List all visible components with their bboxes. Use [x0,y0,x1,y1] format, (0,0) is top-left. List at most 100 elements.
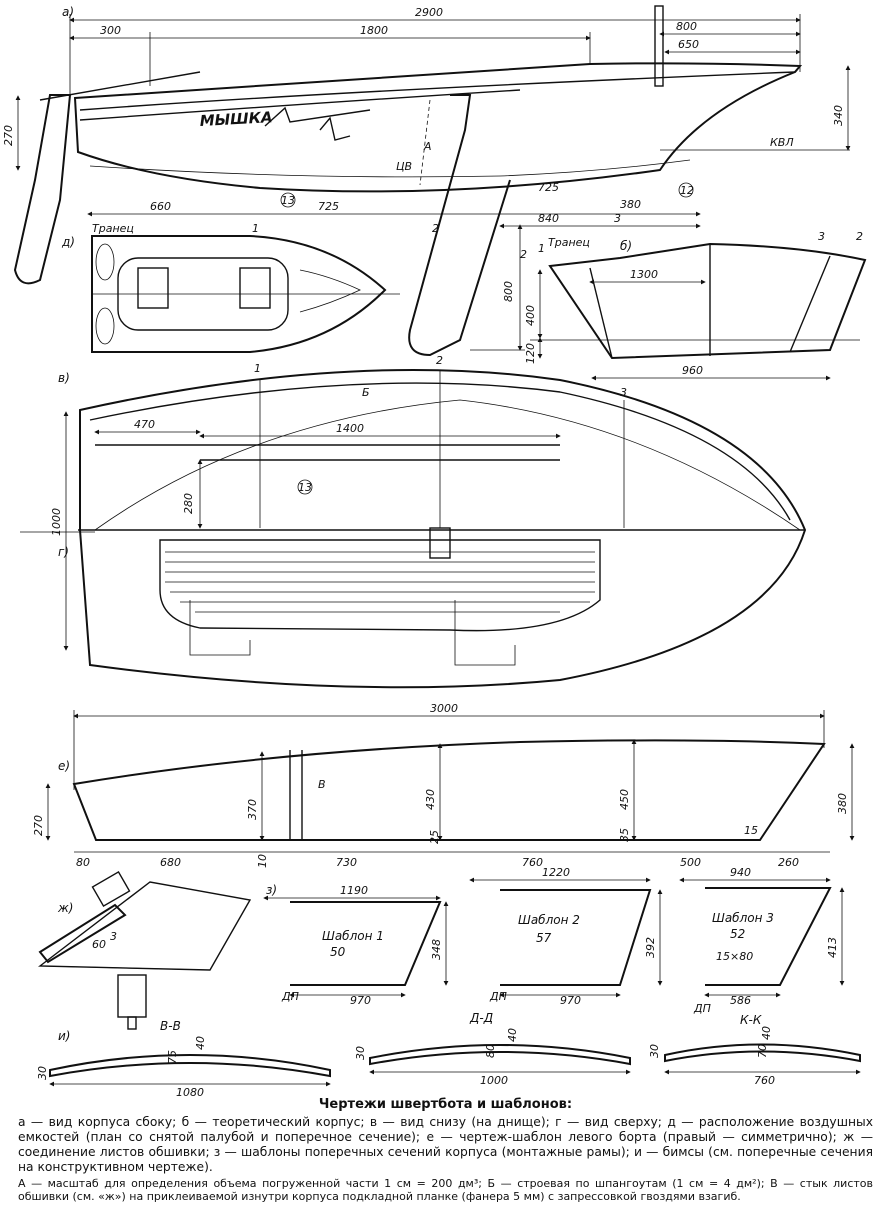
dim-zh-60: 60 [92,938,106,951]
caption-title: Чертежи швертбота и шаблонов: [318,1097,573,1112]
template-3-height: 413 [826,937,839,958]
station-2-label: 2 [432,222,439,235]
beam-d-d-h3: 40 [506,1028,519,1042]
template-3-num: 52 [730,927,745,941]
template-3-dp: ДП [693,1002,711,1015]
view-e-letter: е) [58,759,70,773]
dim-e-680: 680 [160,856,181,869]
dim-e-730: 730 [336,856,357,869]
view-b-label-2-right: 2 [856,230,863,243]
beam-d-d-name: Д-Д [469,1011,493,1025]
template-2-name: Шаблон 2 [518,913,580,927]
dim-a-380: 380 [620,198,641,211]
template-1-name: Шаблон 1 [322,929,384,943]
dim-e-430: 430 [424,789,437,810]
template-2: 1220 Шаблон 2 57 392 ДП 970 [469,866,663,1007]
template-2-dp: ДП [489,990,507,1003]
template-1-num: 50 [330,945,346,959]
dim-zh-3: 3 [110,930,117,943]
dim-v-470: 470 [134,418,155,431]
dim-e-380: 380 [836,793,849,814]
template-2-top: 1220 [542,866,570,879]
beam-v-v: В-В 1080 30 75 40 [36,1019,331,1099]
view-zh-joint: ж) 60 3 [37,871,252,1030]
beam-d-d-h1: 30 [354,1046,367,1060]
view-v-letter: в) [58,371,70,385]
template-1-dp: ДП [281,990,299,1003]
beam-v-v-h1: 30 [36,1066,49,1080]
view-e-side-template: е) 3000 В 270 370 430 450 380 10 25 35 1… [32,702,855,869]
dim-a-1800: 1800 [360,24,388,37]
callout-12: 12 [680,184,694,197]
beam-k-k-h2: 70 [756,1044,769,1058]
dim-a-660: 660 [150,200,171,213]
cb-label: ЦВ [396,160,412,173]
dim-a-340: 340 [832,105,845,126]
template-3-name: Шаблон 3 [712,911,774,925]
template-2-bottom: 970 [560,994,581,1007]
view-d-air-tanks: д) Транец [61,222,400,353]
beam-d-d-h2: 80 [484,1044,497,1058]
beam-v-v-span: 1080 [176,1086,204,1099]
view-d-transom: Транец [92,222,134,235]
boat-name: МЫШКА [199,108,273,130]
station-1-label: 1 [252,222,259,235]
view-b-label-3: 3 [818,230,825,243]
view-i-beams: и) В-В 1080 30 75 40 Д-Д 1000 30 80 40 К… [36,1011,861,1099]
dim-b-400: 400 [524,305,537,326]
dim-e-3000: 3000 [430,702,458,715]
beam-k-k-name: К-К [740,1013,762,1027]
view-b-transom: Транец [548,236,590,249]
view-g-letter: г) [58,545,69,559]
dim-a-650: 650 [678,38,699,51]
dim-v-280: 280 [182,493,195,514]
dim-b-1300: 1300 [630,268,658,281]
station-3-label: 3 [614,212,621,225]
dim-a-270: 270 [2,125,15,146]
view-b-theoretical-hull: б) Транец 2 1 3 2 1300 400 120 960 [520,230,867,381]
beam-d-d-span: 1000 [480,1074,508,1087]
view-z-templates: з) 1190 Шаблон 1 50 348 ДП 970 1220 Шабл… [263,866,845,1015]
view-v-bottom: в) 1 2 3 Б 470 1400 280 1000 13 [20,354,807,689]
dim-e-10: 10 [256,854,269,868]
beam-v-v-h2: 75 [166,1050,179,1064]
beam-k-k-h3: 40 [760,1026,773,1040]
view-v-station-3: 3 [620,386,627,399]
callout-v-13: 13 [298,481,312,494]
point-a-label: А [423,140,432,153]
view-d-letter: д) [61,235,75,249]
caption-note: А — масштаб для определения объема погру… [18,1177,873,1203]
dim-e-260: 260 [778,856,799,869]
dim-e-500: 500 [680,856,701,869]
view-v-station-1: 1 [254,362,261,375]
view-a-side: а) 2900 800 650 300 1800 МЫШКА [2,5,851,357]
dim-a-840: 840 [538,212,559,225]
dim-e-80: 80 [76,856,90,869]
view-b-label-1: 1 [538,242,545,255]
view-b-label-2-left: 2 [520,248,527,261]
drawing-caption: Чертежи швертбота и шаблонов: а — вид ко… [18,1097,873,1203]
view-a-letter: а) [62,5,74,19]
template-2-height: 392 [644,937,657,958]
beam-k-k-span: 760 [754,1074,775,1087]
dim-e-35: 35 [618,828,631,842]
template-1-height: 348 [430,939,443,960]
dim-e-450: 450 [618,789,631,810]
view-v-station-2: 2 [436,354,443,367]
view-b-letter: б) [620,239,632,253]
view-v-curve-b: Б [362,386,370,399]
template-3-note: 15×80 [716,950,753,963]
view-z-letter: з) [266,883,277,897]
beam-k-k-h1: 30 [648,1044,661,1058]
dim-a-300: 300 [100,24,121,37]
template-3-bottom: 586 [730,994,751,1007]
view-i-letter: и) [58,1029,70,1043]
dim-e-760: 760 [522,856,543,869]
template-1-top: 1190 [340,884,368,897]
beam-d-d: Д-Д 1000 30 80 40 [354,1011,631,1087]
dim-e-15: 15 [744,824,758,837]
dim-e-370: 370 [246,799,259,820]
beam-k-k: К-К 760 30 70 40 [648,1013,861,1087]
view-g-top: г) [58,527,601,666]
dim-v-1000: 1000 [50,508,63,536]
